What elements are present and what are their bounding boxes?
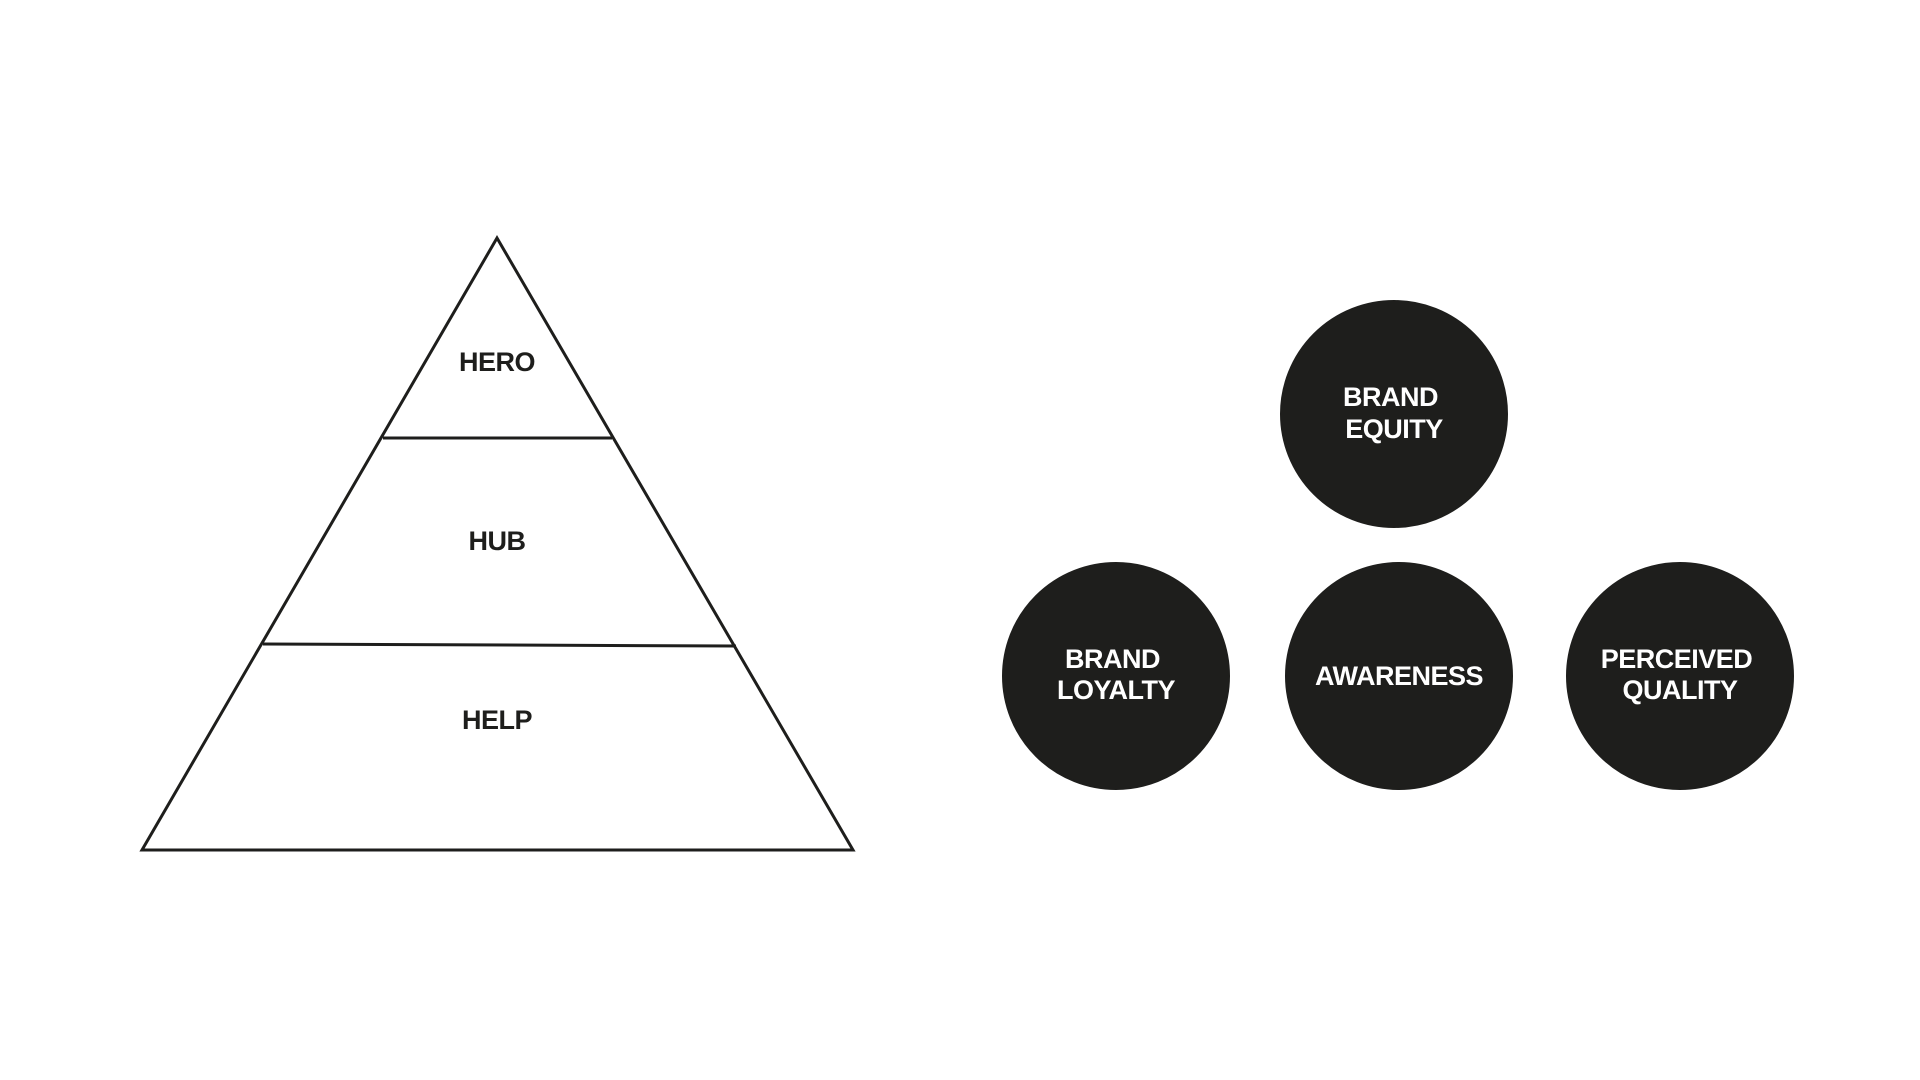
circle-brand-loyalty: BRAND LOYALTY [1002, 562, 1230, 790]
circle-awareness-label: AWARENESS [1315, 661, 1483, 691]
pyramid-tier-hub: HUB [469, 526, 526, 556]
circle-brand-equity-label: BRAND EQUITY [1343, 382, 1445, 444]
pyramid-tier-hero: HERO [459, 347, 535, 377]
pyramid-divider-bottom [262, 642, 737, 648]
circle-perceived-quality-line-2: QUALITY [1623, 675, 1738, 705]
circle-brand-equity-line-1: BRAND [1343, 382, 1438, 412]
circle-brand-equity: BRAND EQUITY [1280, 300, 1508, 528]
circle-brand-loyalty-shape [1002, 562, 1230, 790]
circle-perceived-quality: PERCEIVED QUALITY [1566, 562, 1794, 790]
pyramid: HERO HUB HELP [139, 235, 856, 852]
pyramid-tier-help: HELP [462, 705, 533, 735]
circle-brand-loyalty-line-1: BRAND [1065, 644, 1160, 674]
circle-awareness: AWARENESS [1285, 562, 1513, 790]
circle-brand-equity-shape [1280, 300, 1508, 528]
circle-brand-loyalty-line-2: LOYALTY [1057, 675, 1176, 705]
circle-perceived-quality-label: PERCEIVED QUALITY [1601, 644, 1760, 705]
circle-awareness-shape [1285, 562, 1513, 790]
circle-brand-equity-line-2: EQUITY [1345, 414, 1443, 444]
pyramid-outline [139, 235, 856, 852]
circle-awareness-line-1: AWARENESS [1315, 661, 1483, 691]
circle-perceived-quality-line-1: PERCEIVED [1601, 644, 1753, 674]
circle-brand-loyalty-label: BRAND LOYALTY [1057, 644, 1176, 705]
circle-perceived-quality-shape [1566, 562, 1794, 790]
